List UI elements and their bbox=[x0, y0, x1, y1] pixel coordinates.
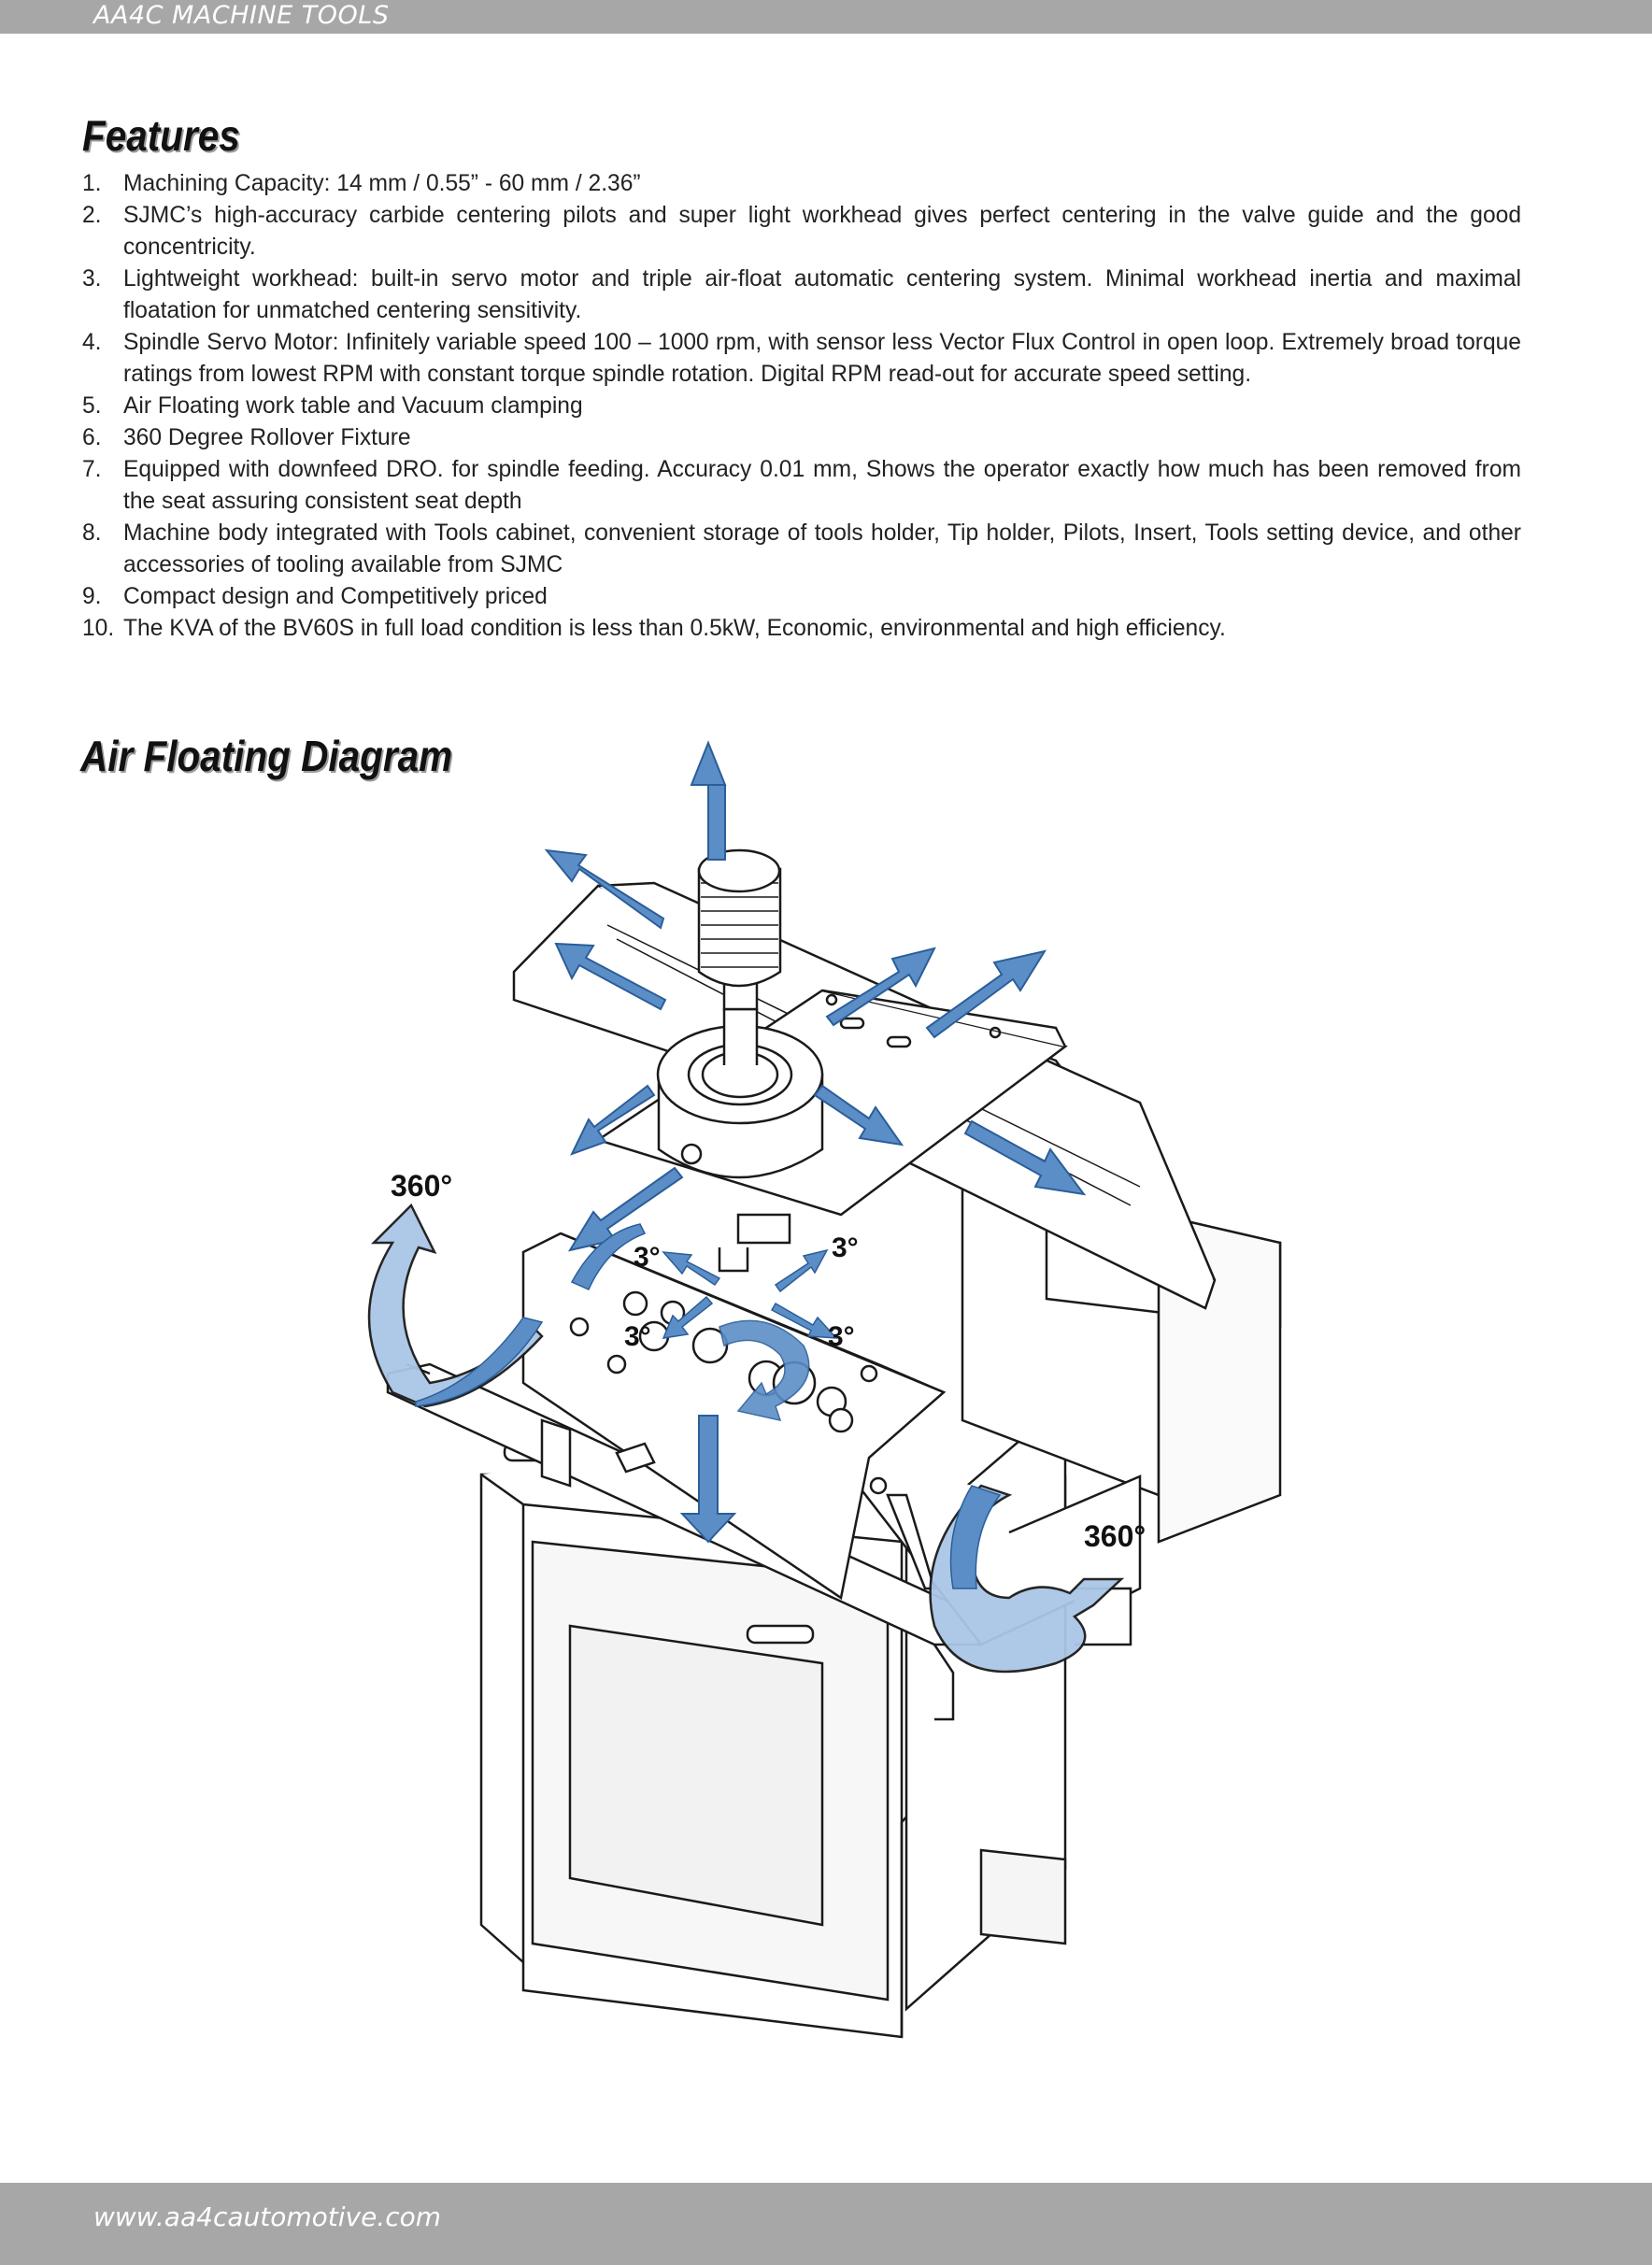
list-item: 9.Compact design and Competitively price… bbox=[82, 584, 548, 609]
label-tilt-1: 3° bbox=[634, 1242, 661, 1273]
features-list: 1.Machining Capacity: 14 mm / 0.55” - 60… bbox=[82, 168, 1521, 645]
rotation-arrows bbox=[367, 1203, 1125, 1674]
list-item: 1.Machining Capacity: 14 mm / 0.55” - 60… bbox=[82, 171, 641, 196]
label-tilt-2: 3° bbox=[832, 1232, 859, 1263]
label-tilt-3: 3° bbox=[624, 1321, 651, 1352]
footer-website: www.aa4cautomotive.com bbox=[93, 2201, 442, 2232]
list-item: 6.360 Degree Rollover Fixture bbox=[82, 425, 411, 450]
header-bar: AA4C MACHINE TOOLS bbox=[0, 0, 1652, 34]
label-360-right: 360° bbox=[1084, 1519, 1146, 1553]
list-item: 3.Lightweight workhead: built-in servo m… bbox=[82, 266, 1521, 323]
cylinder-head-fixture bbox=[386, 1232, 1142, 1721]
list-item: 2.SJMC’s high-accuracy carbide centering… bbox=[82, 203, 1521, 260]
air-floating-diagram: 360° 360° 3° 3° 3° 3° bbox=[367, 740, 1282, 2039]
float-arrows bbox=[544, 740, 1087, 1544]
footer-bar: www.aa4cautomotive.com bbox=[0, 2183, 1652, 2265]
diagram-title: Air Floating Diagram bbox=[80, 732, 453, 780]
list-item: 10.The KVA of the BV60S in full load con… bbox=[82, 616, 1226, 641]
label-tilt-4: 3° bbox=[828, 1321, 855, 1352]
features-title: Features bbox=[82, 111, 240, 160]
list-item: 7.Equipped with downfeed DRO. for spindl… bbox=[82, 457, 1521, 514]
workhead bbox=[656, 848, 824, 1273]
label-360-left: 360° bbox=[391, 1169, 452, 1203]
header-brand: AA4C MACHINE TOOLS bbox=[93, 1, 390, 30]
list-item: 8.Machine body integrated with Tools cab… bbox=[82, 520, 1521, 577]
list-item: 5.Air Floating work table and Vacuum cla… bbox=[82, 393, 583, 419]
list-item: 4.Spindle Servo Motor: Infinitely variab… bbox=[82, 330, 1521, 387]
